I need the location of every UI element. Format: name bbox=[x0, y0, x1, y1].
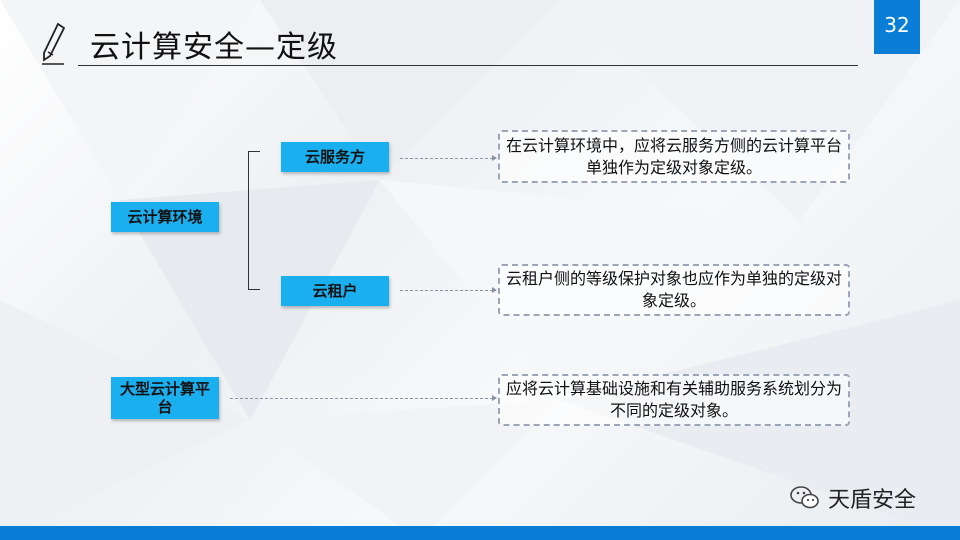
node-cloud-environment[interactable]: 云计算环境 bbox=[111, 202, 219, 232]
node-large-cloud-platform[interactable]: 大型云计算平台 bbox=[111, 377, 219, 419]
description-provider: 在云计算环境中，应将云服务方侧的云计算平台单独作为定级对象定级。 bbox=[498, 130, 850, 183]
title-divider bbox=[78, 65, 858, 66]
watermark-text: 天盾安全 bbox=[828, 488, 917, 513]
connector-provider bbox=[400, 158, 493, 159]
footer-bar bbox=[0, 526, 960, 540]
pencil-icon bbox=[42, 22, 66, 65]
page-number-badge: 32 bbox=[874, 0, 920, 54]
watermark: 天盾安全 bbox=[790, 482, 916, 514]
description-platform: 应将云计算基础设施和有关辅助服务系统划分为不同的定级对象。 bbox=[498, 374, 850, 426]
node-cloud-provider[interactable]: 云服务方 bbox=[281, 142, 389, 172]
node-cloud-tenant[interactable]: 云租户 bbox=[281, 276, 389, 306]
page-title: 云计算安全—定级 bbox=[90, 30, 338, 65]
tree-bracket bbox=[248, 151, 260, 290]
arrow-tenant bbox=[492, 287, 497, 293]
arrow-platform bbox=[492, 395, 497, 401]
connector-tenant bbox=[400, 290, 493, 291]
description-tenant: 云租户侧的等级保护对象也应作为单独的定级对象定级。 bbox=[498, 264, 850, 316]
connector-platform bbox=[230, 398, 493, 399]
arrow-provider bbox=[492, 155, 497, 161]
wechat-icon bbox=[790, 486, 819, 509]
